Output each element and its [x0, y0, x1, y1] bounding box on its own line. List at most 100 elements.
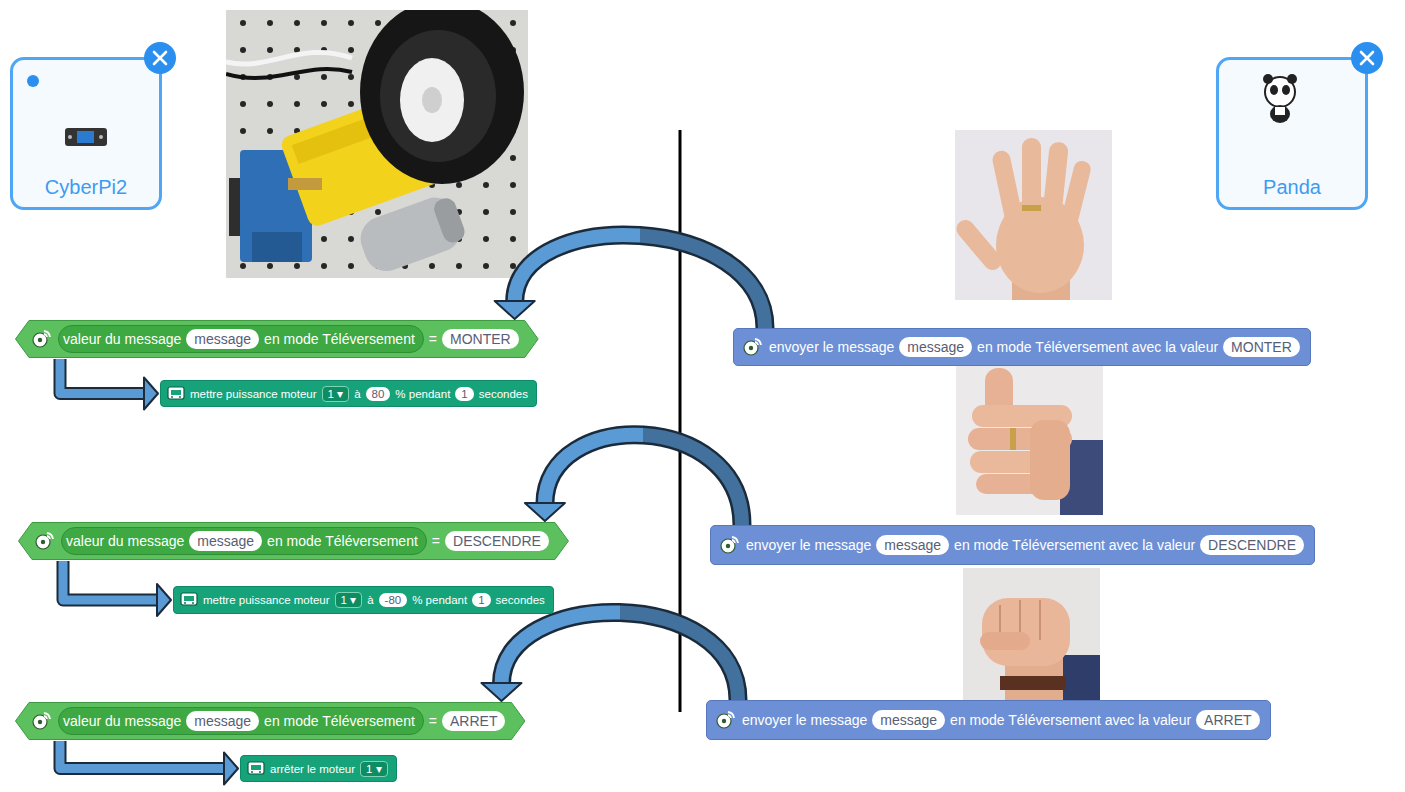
arrow-head: [525, 503, 565, 521]
motor-block: arrêter le moteur 1 ▾: [240, 755, 397, 782]
input-pill: message: [899, 337, 972, 357]
arrow-body: [60, 741, 225, 769]
input-pill: ARRET: [442, 711, 505, 731]
block-label: =: [429, 713, 437, 729]
block-label: envoyer le message: [742, 712, 867, 728]
condition-block: valeur du message message en mode Télévers…: [15, 702, 525, 740]
hook-arrow: [60, 359, 158, 410]
open-hand-photo: [953, 130, 1112, 300]
broadcast-block: envoyer le messagemessageen mode Téléver…: [706, 700, 1271, 740]
cyberpi-icon: [180, 592, 198, 606]
curved-arrow: [525, 435, 742, 525]
motor-block: mettre puissance moteur1 ▾à80% pendant1s…: [160, 380, 537, 407]
broadcast-icon: [719, 533, 741, 558]
arrow-body: [515, 235, 765, 328]
block-label: secondes: [479, 388, 528, 400]
reporter-block: valeur du message message en mode Télévers…: [58, 707, 424, 735]
hook-arrow: [60, 741, 238, 785]
input-pill: ARRET: [1196, 710, 1259, 730]
hexagon-shape: [16, 703, 525, 740]
input-pill: message: [189, 531, 262, 551]
input-pill: -80: [379, 593, 408, 607]
input-pill: message: [186, 329, 259, 349]
block-label: =: [429, 331, 437, 347]
arrow-outline: [60, 359, 145, 394]
arrow-body: [545, 435, 742, 525]
broadcast-icon: [31, 327, 53, 349]
block-label: valeur du message: [63, 331, 181, 347]
motor-photo: [226, 10, 528, 278]
arrow-outline: [515, 235, 765, 328]
sprite-tile: Panda: [1216, 57, 1368, 210]
broadcast-icon: [715, 708, 737, 733]
broadcast-icon: [31, 327, 53, 352]
hook-arrow: [63, 561, 171, 616]
block-label: mettre puissance moteur: [203, 594, 330, 606]
input-pill: MONTER: [1223, 337, 1300, 357]
broadcast-icon: [31, 709, 53, 731]
broadcast-block: envoyer le messagemessageen mode Téléver…: [710, 525, 1315, 565]
arrow-head: [481, 683, 521, 701]
broadcast-icon: [31, 709, 53, 734]
block-label: en mode Téléversement: [264, 331, 415, 347]
flat-hand-photo: [956, 365, 1103, 515]
cyberpi-icon: [167, 386, 185, 402]
block-label: en mode Téléversement avec la valeur: [954, 537, 1195, 553]
broadcast-icon: [34, 529, 56, 554]
block-label: en mode Téléversement: [267, 533, 418, 549]
motor-block: mettre puissance moteur1 ▾à-80% pendant1…: [173, 586, 554, 614]
input-pill: DESCENDRE: [445, 531, 549, 551]
broadcast-icon: [742, 335, 764, 360]
broadcast-icon: [742, 335, 764, 357]
block-label: arrêter le moteur: [270, 763, 355, 775]
condition-block: valeur du message message en mode Télévers…: [15, 320, 539, 358]
tile-label: Panda: [1263, 176, 1321, 199]
fist-photo: [963, 568, 1100, 705]
broadcast-icon: [719, 533, 741, 555]
curved-arrow: [495, 235, 765, 328]
block-label: % pendant: [412, 594, 467, 606]
block-label: en mode Téléversement avec la valeur: [950, 712, 1191, 728]
block-label: mettre puissance moteur: [190, 388, 317, 400]
sprite-tile: CyberPi2: [10, 57, 162, 210]
arrow-outline: [501, 612, 738, 700]
arrow-body: [60, 359, 145, 394]
broadcast-block: envoyer le messagemessageen mode Téléver…: [733, 328, 1311, 366]
input-pill: message: [186, 711, 259, 731]
dropdown: 1 ▾: [360, 761, 388, 777]
curved-arrow: [481, 612, 738, 701]
dropdown: 1 ▾: [322, 386, 350, 402]
input-pill: 80: [366, 387, 391, 401]
reporter-block: valeur du message message en mode Télévers…: [58, 325, 424, 353]
block-label: =: [432, 533, 440, 549]
input-pill: MONTER: [442, 329, 519, 349]
block-label: à: [354, 388, 360, 400]
input-pill: message: [876, 535, 949, 555]
cyberpi-icon: [180, 592, 198, 608]
arrow-head: [224, 753, 238, 785]
arrow-body: [501, 612, 738, 700]
block-label: à: [367, 594, 373, 606]
block-label: valeur du message: [63, 713, 181, 729]
block-label: secondes: [496, 594, 545, 606]
reporter-block: valeur du message message en mode Télévers…: [61, 527, 427, 555]
arrow-outline: [63, 561, 158, 600]
arrow-head: [157, 584, 171, 616]
broadcast-icon: [34, 529, 56, 551]
tile-label: CyberPi2: [45, 176, 127, 199]
block-label: en mode Téléversement: [264, 713, 415, 729]
block-label: valeur du message: [66, 533, 184, 549]
arrow-head: [144, 378, 158, 410]
hexagon-shape: [19, 523, 569, 560]
block-label: envoyer le message: [769, 339, 894, 355]
cyberpi-icon: [167, 386, 185, 400]
dropdown: 1 ▾: [335, 592, 363, 608]
cyberpi-icon: [247, 761, 265, 777]
arrow-outline: [60, 741, 225, 769]
block-label: % pendant: [395, 388, 450, 400]
condition-block: valeur du message message en mode Télévers…: [18, 522, 569, 560]
arrow-body: [63, 561, 158, 600]
arrow-head: [495, 301, 535, 319]
cyberpi-icon: [247, 761, 265, 775]
arrow-outline: [545, 435, 742, 525]
